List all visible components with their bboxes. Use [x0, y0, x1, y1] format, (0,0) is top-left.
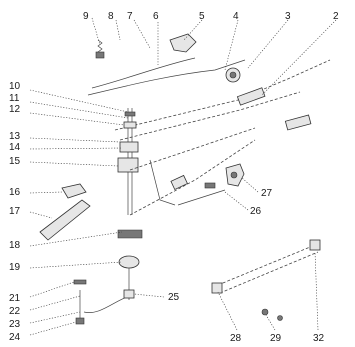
rod-26 — [177, 189, 226, 206]
upper-rail-tube-lower-edge — [119, 91, 301, 141]
callout-14: 14 — [9, 142, 21, 153]
callout-3: 3 — [285, 11, 291, 22]
callout-2: 2 — [333, 11, 339, 22]
clip-16 — [61, 183, 87, 199]
callout-26: 26 — [250, 206, 262, 217]
callout-11: 11 — [9, 93, 20, 104]
spring-coil-18 — [117, 229, 143, 239]
shaft-block-15 — [117, 157, 139, 173]
shaft-collar-11 — [124, 111, 136, 117]
callout-labels: 9 8 7 6 5 4 3 2 10 11 12 13 14 15 16 17 … — [9, 11, 339, 344]
rail-clamp-2 — [236, 87, 266, 106]
callout-27: 27 — [261, 188, 273, 199]
callout-5: 5 — [199, 11, 205, 22]
frame-arm-upper — [129, 127, 256, 171]
callout-28: 28 — [230, 333, 242, 344]
bracket-5 — [169, 33, 197, 53]
rail-clamp-right — [284, 114, 312, 131]
washer-21 — [73, 279, 87, 285]
callout-17: 17 — [9, 206, 21, 217]
callout-6: 6 — [153, 11, 159, 22]
callout-21: 21 — [9, 293, 21, 304]
end-cap-32 — [309, 239, 321, 251]
wheel-19 — [118, 255, 140, 269]
lower-bar-28-32 — [217, 244, 316, 286]
leader-lines — [29, 17, 337, 336]
block-25 — [123, 289, 135, 299]
bracket-27-bolt — [230, 171, 238, 179]
callout-8: 8 — [108, 11, 114, 22]
callout-10: 10 — [9, 81, 21, 92]
callout-19: 19 — [9, 262, 21, 273]
screw-29b — [277, 315, 283, 321]
callout-4: 4 — [233, 11, 239, 22]
callout-18: 18 — [9, 240, 21, 251]
frame-arm-lower — [129, 139, 256, 216]
nut-24 — [75, 317, 85, 325]
callout-13: 13 — [9, 131, 21, 142]
end-cap-28 — [211, 282, 223, 294]
callout-7: 7 — [127, 11, 133, 22]
lower-arm — [83, 295, 131, 313]
frame-clamp — [170, 174, 188, 191]
callout-29: 29 — [270, 333, 282, 344]
rod-bracket-26 — [204, 182, 216, 189]
cable-6 — [91, 57, 196, 89]
screw-29a — [261, 308, 269, 316]
callout-9: 9 — [83, 11, 89, 22]
callout-32: 32 — [313, 333, 325, 344]
callout-16: 16 — [9, 187, 21, 198]
callout-24: 24 — [9, 332, 21, 343]
shaft-block-14 — [119, 141, 139, 153]
knob-4-center — [229, 71, 237, 79]
callout-23: 23 — [9, 319, 21, 330]
callout-22: 22 — [9, 306, 21, 317]
callout-15: 15 — [9, 156, 21, 167]
frame-brace — [149, 159, 176, 206]
shaft-collar-12 — [123, 121, 137, 129]
cable-4 — [87, 59, 246, 96]
lower-bar-edge — [219, 251, 319, 294]
parts-layer — [39, 33, 331, 325]
spring-cap-9 — [95, 51, 105, 59]
plate-17 — [39, 199, 91, 241]
callout-25: 25 — [168, 292, 180, 303]
callout-12: 12 — [9, 104, 21, 115]
